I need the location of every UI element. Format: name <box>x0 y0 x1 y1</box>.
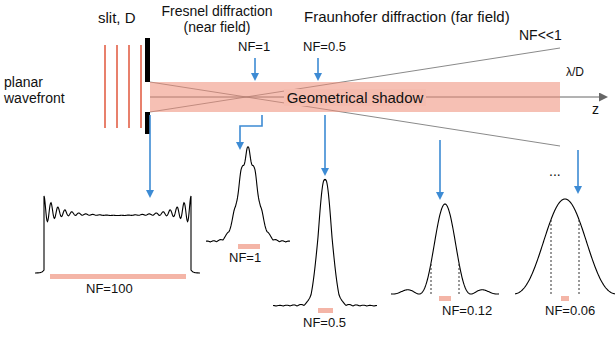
band-label: Geometrical shadow <box>284 89 427 106</box>
slit-width-mark <box>50 244 569 313</box>
diffraction-cone <box>150 48 560 146</box>
intensity-profile <box>391 204 499 294</box>
slit-label: slit, D <box>98 9 136 26</box>
wavefront-label: planar wavefront <box>4 74 86 106</box>
region-heading: Fraunhofer diffraction (far field) <box>304 8 510 25</box>
fresnel-number: NF<<1 <box>519 27 562 43</box>
profile-label: NF=0.06 <box>545 304 595 319</box>
fresnel-number: NF=0.5 <box>303 40 346 55</box>
intensity-profile <box>35 196 200 273</box>
shadow-band: Geometrical shadow <box>150 82 560 112</box>
width-marker <box>431 263 432 294</box>
profile-label: NF=100 <box>86 282 133 297</box>
profile-label: NF=0.5 <box>303 316 346 331</box>
intensity-profile <box>273 180 377 306</box>
wavefront-lines <box>105 45 141 128</box>
divergence-angle: λ/D <box>566 66 584 80</box>
width-marker <box>551 220 552 294</box>
intensity-profile <box>515 199 615 294</box>
slit-screen <box>145 38 150 82</box>
fresnel-number: NF=1 <box>238 40 270 55</box>
ellipsis: ... <box>549 163 561 179</box>
intensity-profiles <box>35 147 615 306</box>
intensity-profile <box>206 147 290 242</box>
width-marker <box>579 220 580 294</box>
width-markers <box>431 220 579 294</box>
axis-label: z <box>592 101 599 117</box>
region-heading: Fresnel diffraction (near field) <box>152 3 282 35</box>
profile-label: NF=0.12 <box>442 304 492 319</box>
pointer-arrows <box>150 58 578 198</box>
profile-label: NF=1 <box>229 251 261 266</box>
width-marker <box>459 263 460 294</box>
